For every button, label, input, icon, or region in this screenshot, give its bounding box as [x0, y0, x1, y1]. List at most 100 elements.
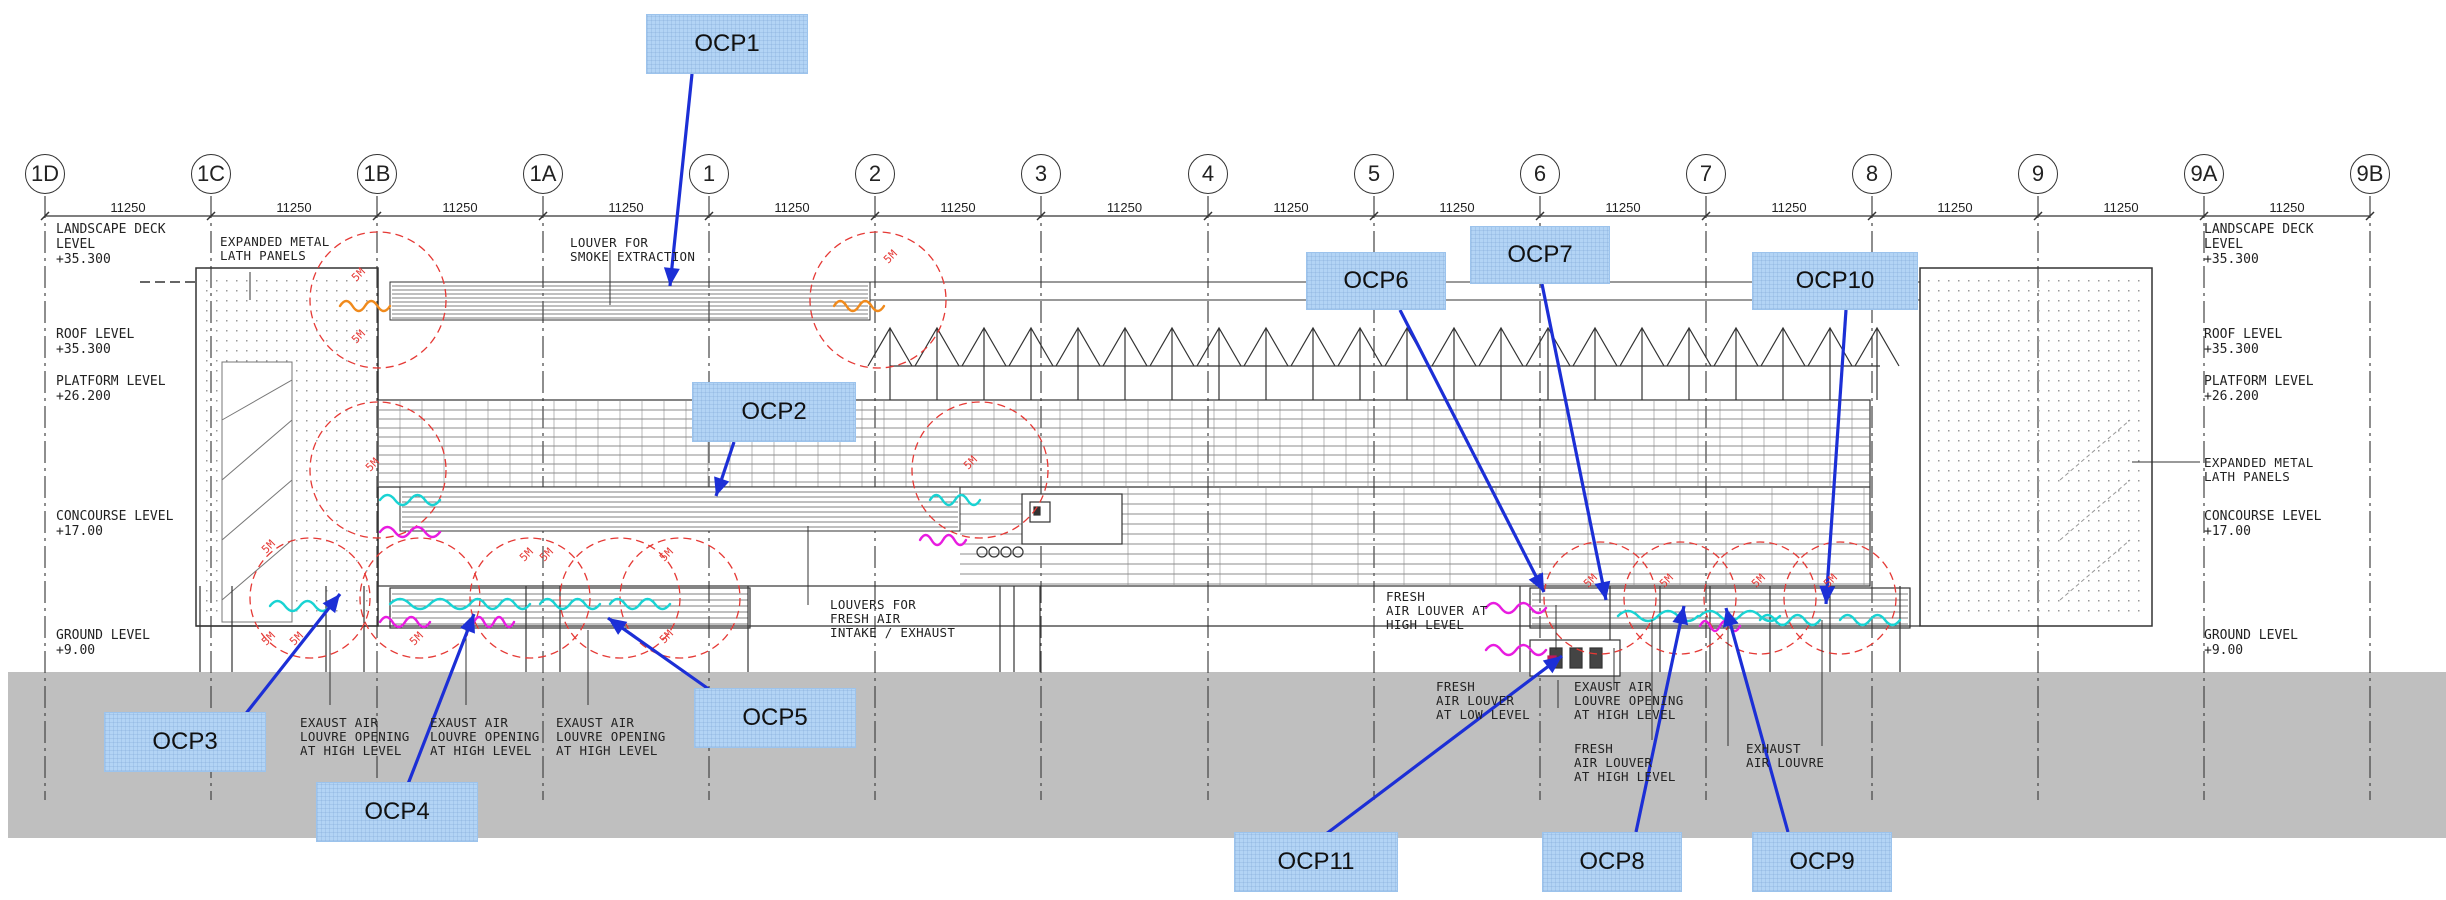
callout-ocp11[interactable]: OCP11 [1234, 832, 1398, 892]
lath-dot [356, 540, 358, 542]
callout-ocp4[interactable]: OCP4 [316, 782, 478, 842]
lath-dot [2098, 480, 2100, 482]
airflow-line [1484, 643, 1548, 657]
airflow-line [1698, 609, 1782, 623]
lath-dot [206, 540, 208, 542]
lath-dot [336, 500, 338, 502]
lath-dot [2118, 340, 2120, 342]
lath-dot [1958, 550, 1960, 552]
lath-dot [2088, 320, 2090, 322]
lath-dot [2028, 340, 2030, 342]
lath-dot [1958, 580, 1960, 582]
lath-dot [2038, 330, 2040, 332]
lath-dot [306, 390, 308, 392]
callout-ocp2[interactable]: OCP2 [692, 382, 856, 442]
lath-dot [2058, 440, 2060, 442]
airflow-line [608, 597, 672, 611]
lath-dot [366, 390, 368, 392]
callout-ocp5[interactable]: OCP5 [694, 688, 856, 748]
lath-dot [2078, 610, 2080, 612]
lath-dot [2108, 310, 2110, 312]
lath-dot [216, 540, 218, 542]
callout-ocp8[interactable]: OCP8 [1542, 832, 1682, 892]
lath-dot [2018, 300, 2020, 302]
lath-dot [366, 360, 368, 362]
lath-dot [2118, 480, 2120, 482]
grid-label: 1 [689, 154, 729, 194]
lath-dot [2008, 360, 2010, 362]
lath-dot [1928, 610, 1930, 612]
lath-dot [2098, 410, 2100, 412]
lath-dot [296, 450, 298, 452]
lath-dot [1958, 400, 1960, 402]
lath-dot [216, 310, 218, 312]
lath-dot [1938, 330, 1940, 332]
lath-dot [206, 560, 208, 562]
callout-ocp6[interactable]: OCP6 [1306, 252, 1446, 310]
lath-dot [206, 310, 208, 312]
truss [1102, 326, 1148, 400]
lath-dot [2078, 400, 2080, 402]
callout-ocp7[interactable]: OCP7 [1470, 226, 1610, 284]
lath-dot [266, 290, 268, 292]
lath-dot [1988, 600, 1990, 602]
lath-dot [1968, 420, 1970, 422]
truss [1760, 326, 1806, 400]
lath-dot [256, 320, 258, 322]
lath-dot [1958, 490, 1960, 492]
lath-dot [1948, 470, 1950, 472]
left-stair [221, 361, 293, 623]
lath-dot [2028, 440, 2030, 442]
lath-dot [2118, 470, 2120, 472]
lath-dot [1958, 610, 1960, 612]
lath-dot [2058, 570, 2060, 572]
lath-dot [1978, 410, 1980, 412]
lath-dot [2098, 460, 2100, 462]
lath-dot [1978, 450, 1980, 452]
lath-dot [306, 420, 308, 422]
callout-ocp9[interactable]: OCP9 [1752, 832, 1892, 892]
lath-dot [346, 380, 348, 382]
lath-dot [2138, 460, 2140, 462]
roof-trusses [867, 326, 1900, 400]
lath-dot [2088, 360, 2090, 362]
lath-dot [366, 330, 368, 332]
lath-dot [1968, 290, 1970, 292]
lath-dot [366, 320, 368, 322]
lath-dot [2128, 530, 2130, 532]
lath-dot [2128, 380, 2130, 382]
lath-dot [286, 280, 288, 282]
lath-dot [326, 450, 328, 452]
level-ground-right: GROUND LEVEL +9.00 [2204, 628, 2298, 658]
callout-ocp1[interactable]: OCP1 [646, 14, 808, 74]
smoke-louver-lines [392, 285, 868, 319]
lath-dot [306, 460, 308, 462]
lath-dot [206, 440, 208, 442]
lath-dot [1988, 450, 1990, 452]
lath-dot [356, 450, 358, 452]
dimension-label: 11250 [608, 200, 644, 215]
note-expanded-metal-right: EXPANDED METAL LATH PANELS [2204, 455, 2314, 484]
lath-dot [1928, 550, 1930, 552]
lath-dot [336, 440, 338, 442]
callout-ocp3[interactable]: OCP3 [104, 712, 266, 772]
lath-dot [206, 420, 208, 422]
lath-dot [2018, 340, 2020, 342]
lath-dot [2028, 520, 2030, 522]
lath-dot [1938, 460, 1940, 462]
lath-dot [306, 550, 308, 552]
dimension-tick [2199, 211, 2209, 221]
lath-dot [1978, 550, 1980, 552]
lath-dot [1958, 380, 1960, 382]
lath-dot [286, 320, 288, 322]
lath-dot [356, 480, 358, 482]
lath-dot [296, 590, 298, 592]
lath-dot [1998, 350, 2000, 352]
grid-label: 7 [1686, 154, 1726, 194]
dimension-tick [206, 211, 216, 221]
lath-dot [366, 500, 368, 502]
lath-dot [276, 350, 278, 352]
lath-dot [256, 290, 258, 292]
callout-ocp10[interactable]: OCP10 [1752, 252, 1918, 310]
lath-dot [2058, 460, 2060, 462]
